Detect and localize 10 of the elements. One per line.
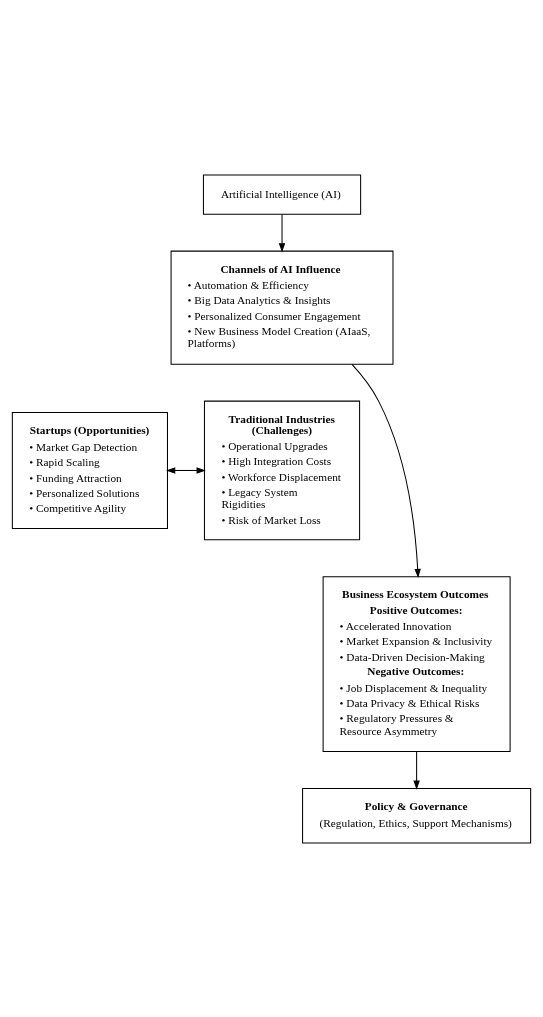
arrow — [166, 466, 206, 474]
node-box: Policy & Governance (Regulation, Ethics, Support Mechanisms) — [302, 787, 532, 843]
node-box: Business Ecosystem Outcomes Positive Outcomes: • Accelerated Innovation • Market Expansion & Inclusivity • Data-Driven Decision-Making Negative Outcomes: • Job Displacement & Inequality • Data Privacy & Ethical Risks • Regulatory Pressures & Resource Asymmetry — [322, 575, 511, 752]
node-box: Traditional Industries (Challenges) • Operational Upgrades • High Integration Costs • Workforce Displacement • Legacy System Rigidities • Risk of Market Loss — [203, 400, 361, 540]
arrow — [278, 213, 286, 252]
node-box: Channels of AI Influence • Automation & Efficiency • Big Data Analytics & Insights • Personalized Consumer Engagement • New Business Model Creation (AIaaS, Platforms) — [170, 250, 394, 365]
arrow — [351, 363, 421, 578]
node-box: Startups (Opportunities) • Market Gap Detection • Rapid Scaling • Funding Attraction • Personalized Solutions • Competitive Agility — [11, 411, 168, 529]
arrow — [413, 750, 420, 790]
node-box: Artificial Intelligence (AI) — [202, 174, 362, 215]
